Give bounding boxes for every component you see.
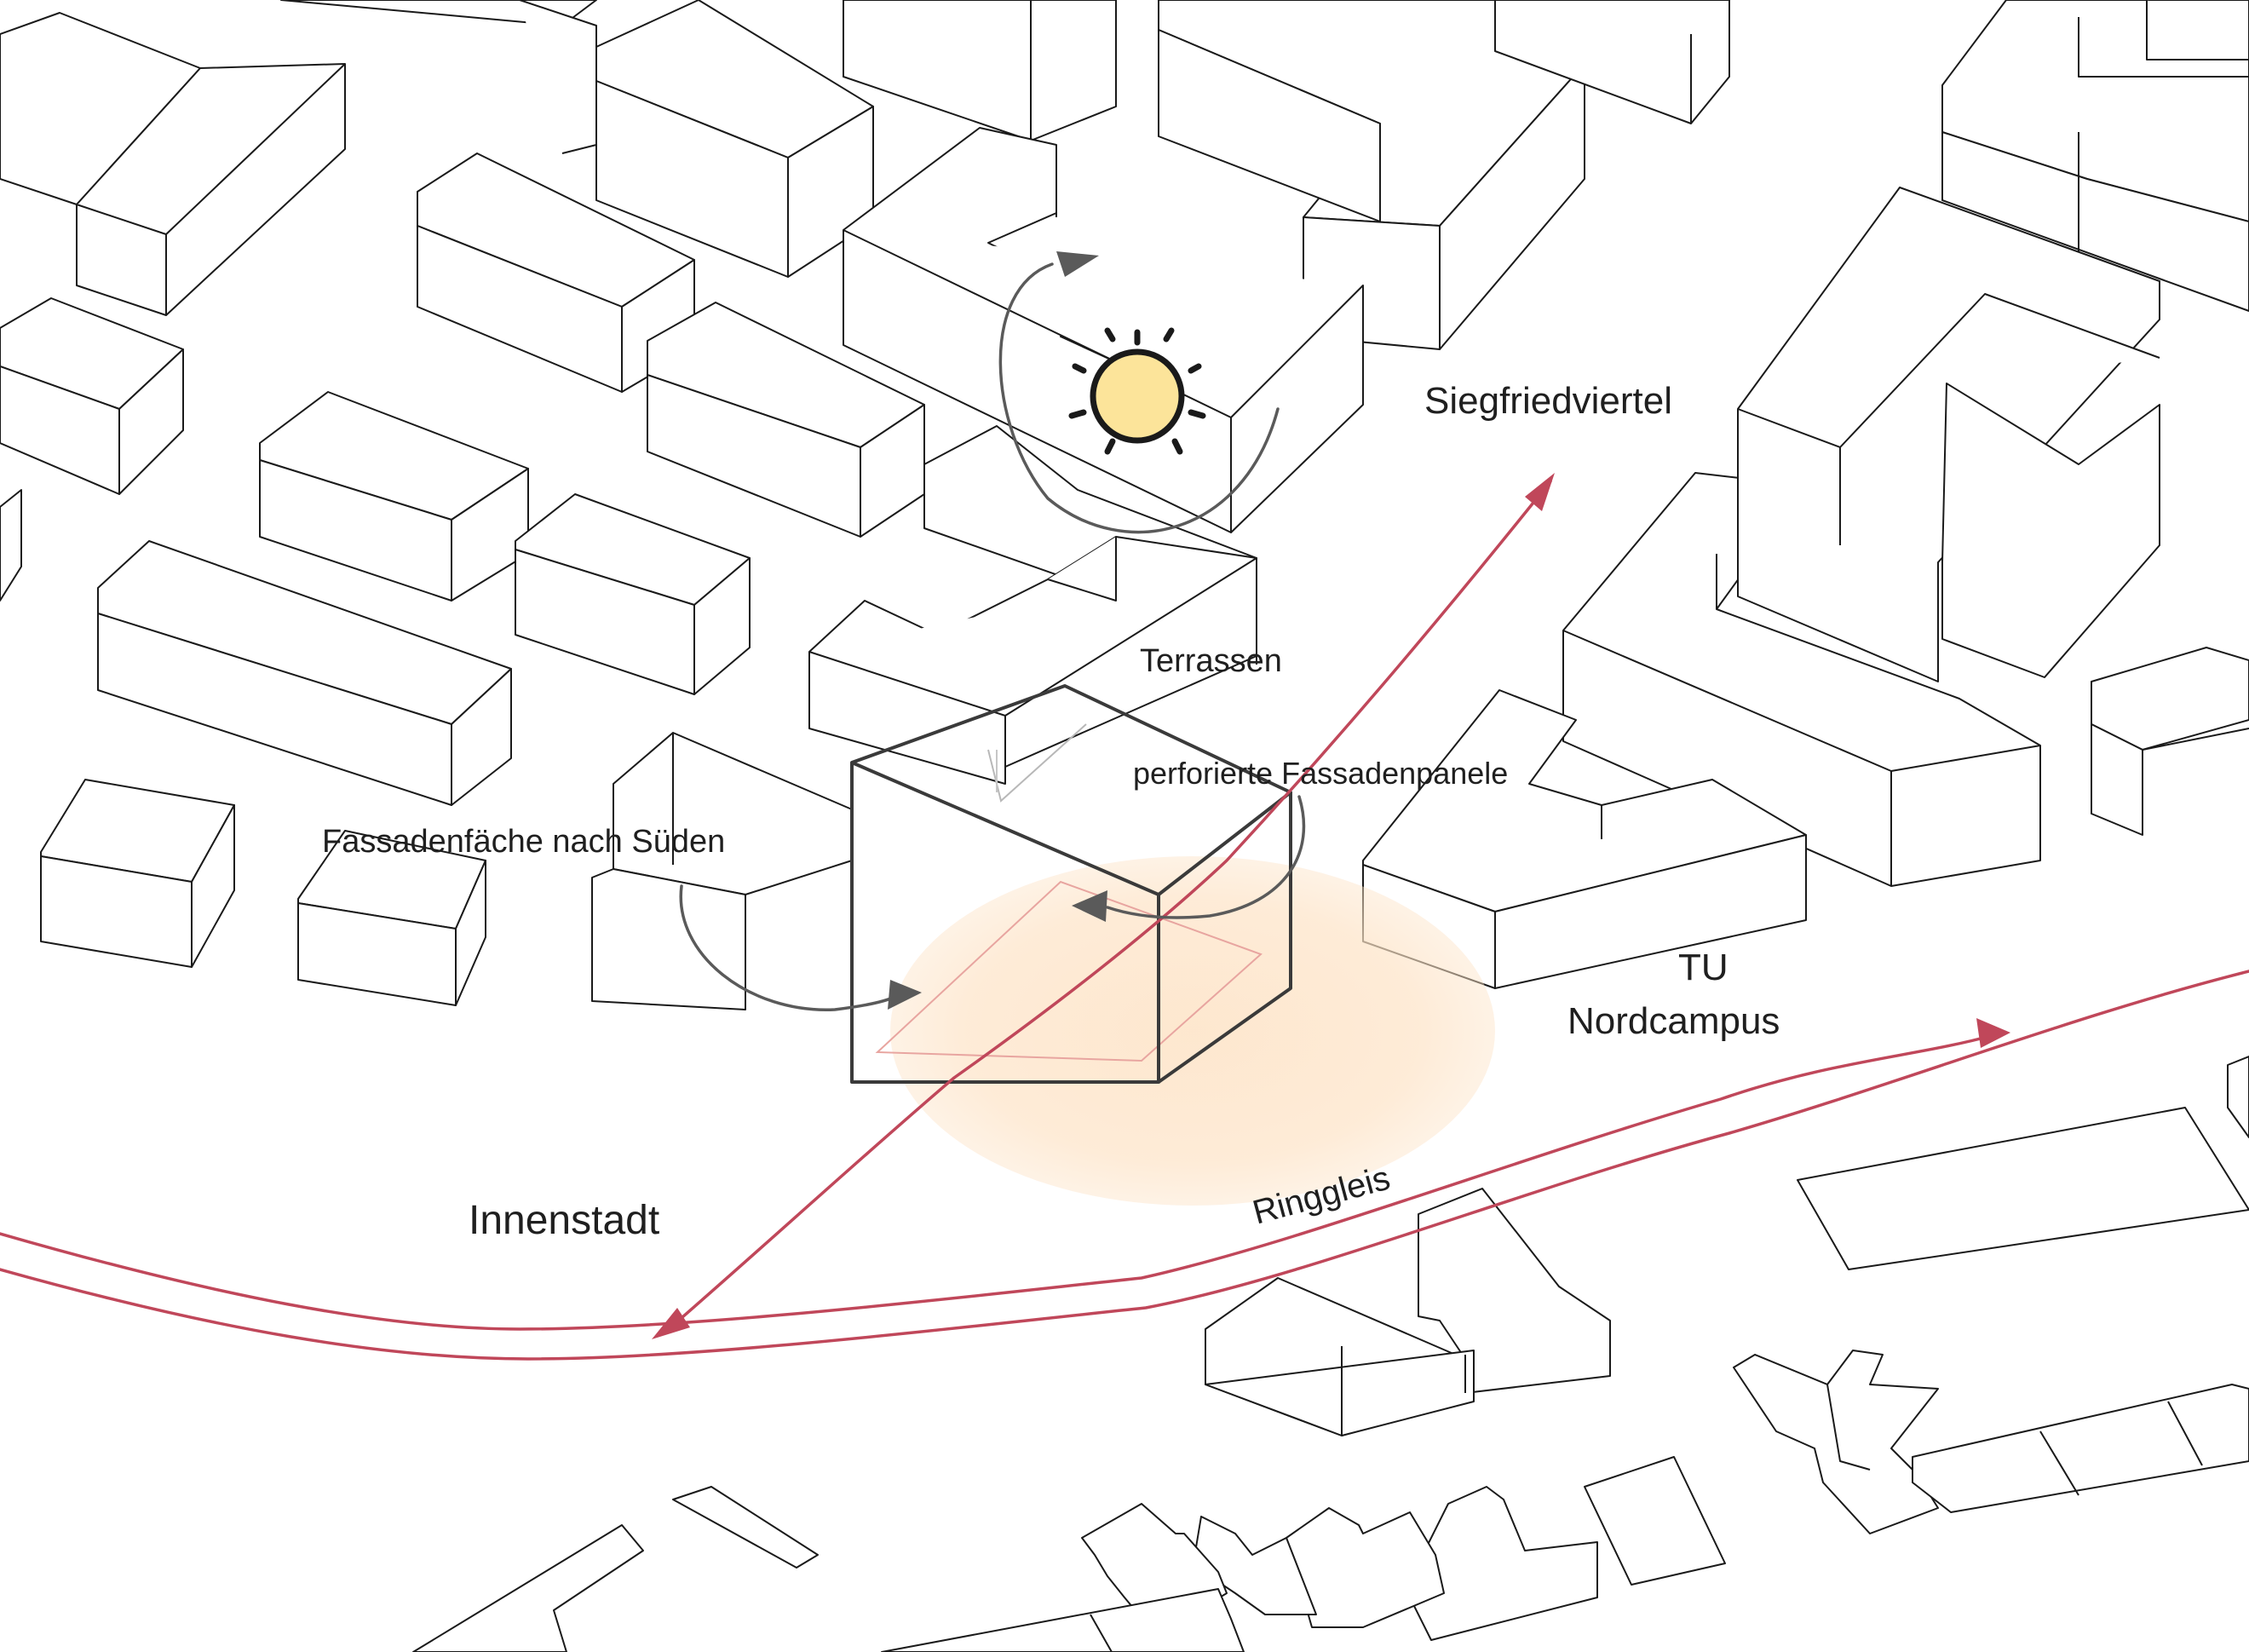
building-block — [672, 1486, 819, 1569]
routes — [0, 473, 2249, 1361]
building-block — [2227, 1056, 2249, 1138]
circular-arrow-icon — [1106, 795, 1306, 919]
label-fassadenflaeche: Fassadenfäche nach Süden — [322, 824, 725, 860]
building-block — [1584, 1456, 1726, 1586]
arrowhead-icon — [1976, 1018, 2010, 1048]
building-block — [1158, 0, 1585, 350]
arrowhead-icon — [1072, 890, 1107, 922]
building-block — [1912, 1384, 2249, 1513]
building-block — [647, 302, 925, 538]
site-footprint — [875, 880, 1263, 1062]
cycle-arrows — [679, 251, 1306, 1011]
sun-icon — [1068, 327, 1206, 455]
labels: Siegfriedviertel Terrassen perforierte F… — [322, 380, 1780, 1243]
circular-arrow-icon — [679, 884, 896, 1011]
label-tu: TU — [1678, 947, 1728, 988]
label-terrassen: Terrassen — [1140, 643, 1282, 679]
circular-arrow-icon — [998, 262, 1280, 534]
arrowhead-icon — [1525, 473, 1555, 511]
building-block — [1205, 1188, 1611, 1436]
building-block — [1733, 1350, 1939, 1534]
building-block — [0, 12, 346, 316]
building-block — [1494, 0, 1730, 124]
building-block — [1737, 187, 2160, 682]
building-block — [259, 391, 529, 602]
label-nordcampus: Nordcampus — [1567, 1000, 1780, 1042]
building-block — [591, 732, 853, 1010]
building-block — [843, 0, 1117, 141]
ringgleis-route-inner — [0, 970, 2249, 1361]
ringgleis-route-outer — [0, 1033, 1995, 1331]
building-block — [412, 1524, 644, 1652]
building-block — [0, 297, 184, 495]
building-block — [2091, 647, 2249, 836]
building-block — [297, 830, 486, 1006]
building-block — [808, 536, 1257, 785]
building-block — [0, 489, 22, 602]
building-block — [881, 1588, 1245, 1652]
arrowhead-icon — [652, 1308, 690, 1339]
sun-glow-area — [890, 856, 1495, 1206]
arrowhead-icon — [888, 980, 922, 1010]
building-block — [1286, 1507, 1445, 1628]
building-block — [1941, 0, 2249, 312]
diagonal-route — [667, 480, 1552, 1331]
proposed-building — [850, 684, 1292, 1084]
building-block — [515, 493, 751, 695]
building-block — [97, 540, 512, 806]
building-block — [280, 0, 597, 154]
label-perforierte-fassadenpanele: perforierte Fassadenpanele — [1133, 756, 1508, 791]
building-block — [40, 779, 235, 968]
building-block — [843, 127, 1364, 533]
label-siegfriedviertel: Siegfriedviertel — [1424, 380, 1672, 422]
arrowhead-icon — [1056, 251, 1099, 277]
building-block — [1797, 1107, 2249, 1270]
label-innenstadt: Innenstadt — [469, 1198, 659, 1243]
